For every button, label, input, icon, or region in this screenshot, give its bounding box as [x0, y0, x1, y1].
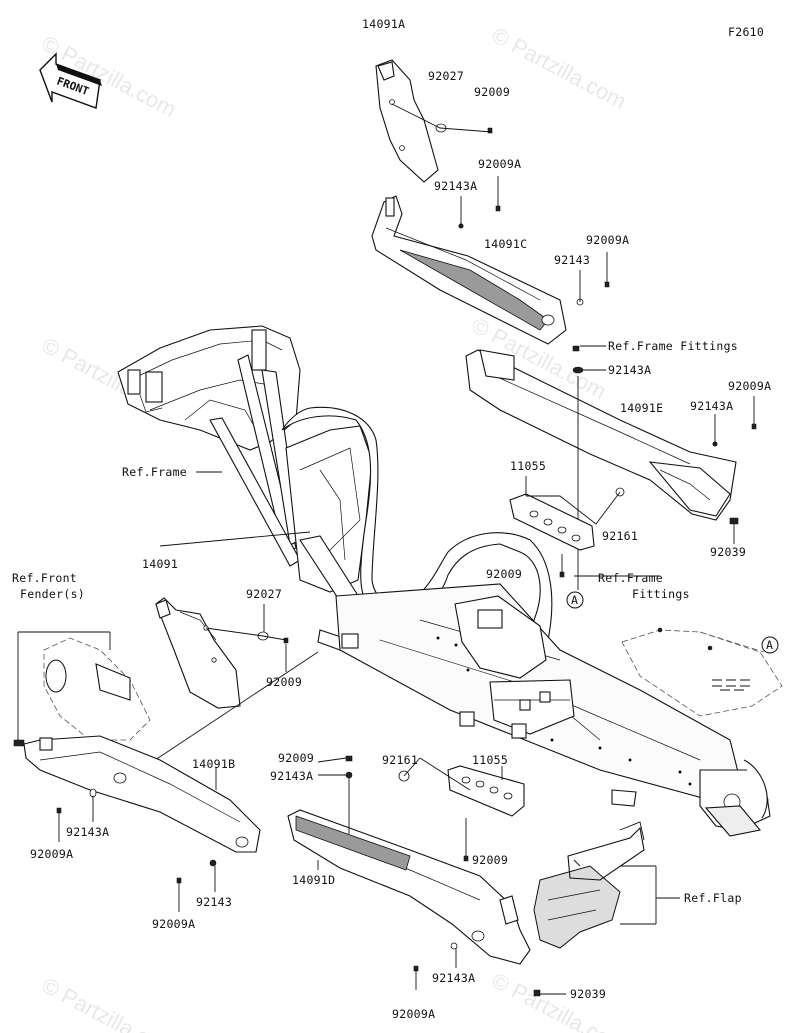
label-14091: 14091 [142, 557, 178, 571]
bolt-left-14091B [13, 739, 25, 747]
label-ref-flap: Ref.Flap [684, 891, 742, 905]
label-92009-low2: 92009 [472, 853, 508, 867]
part-14091B-cover [23, 735, 261, 853]
screw-92009-mid [283, 637, 289, 644]
bolt-92039-low [533, 989, 541, 997]
fastener-92009A-4 [56, 807, 62, 814]
fastener-92009-low [345, 755, 353, 762]
bolt-92039-right [729, 517, 739, 525]
fastener-92143A-4 [89, 788, 97, 798]
label-92009A-1: 92009A [478, 157, 521, 171]
watermark-7: © Partzilla.com [488, 967, 631, 1033]
leader-92161-low [403, 757, 471, 791]
label-92009-low: 92009 [278, 751, 314, 765]
label-ref-frame-fittings-r2: Fittings [632, 587, 690, 601]
leader-14091A [391, 103, 493, 133]
part-14091C-cover [371, 195, 567, 345]
label-14091C: 14091C [484, 237, 527, 251]
label-92009A-4: 92009A [30, 847, 73, 861]
label-ref-front-fender-1: Ref.Front [12, 571, 77, 585]
svg-text:A: A [571, 593, 578, 607]
part-14091D-cover [287, 809, 531, 965]
fastener-92143-2 [209, 859, 217, 867]
label-92161-low: 92161 [382, 753, 418, 767]
label-92009A-3: 92009A [728, 379, 771, 393]
label-92009-top: 92009 [474, 85, 510, 99]
figure-code: F2610 [728, 25, 764, 39]
front-direction-arrow-icon: FRONT [39, 52, 102, 109]
leader-92161-top [526, 491, 621, 525]
part-11055-bracket-low [447, 765, 525, 817]
fastener-92143A-2 [572, 366, 584, 374]
fastener-92143A-5 [345, 771, 353, 779]
label-92009A-6: 92009A [392, 1007, 435, 1021]
leader-ref-flap [620, 865, 680, 925]
leader-14091 [205, 627, 287, 641]
ref-front-fender-panel [43, 637, 151, 741]
leader-frame-panel [159, 531, 311, 547]
label-14091A: 14091A [362, 17, 405, 31]
label-11055-low: 11055 [472, 753, 508, 767]
label-92143A-1: 92143A [434, 179, 477, 193]
screw-92009-right [559, 571, 565, 578]
label-92143-1: 92143 [554, 253, 590, 267]
ref-flap-assembly [533, 821, 645, 949]
fastener-92009A-5 [176, 877, 182, 884]
ref-frame-fittings-panel [621, 627, 783, 717]
fastener-ref-frame-fittings-top [572, 345, 580, 352]
screw-92009-low2 [463, 855, 469, 862]
callout-a-top: A [566, 591, 584, 609]
label-92143A-4: 92143A [66, 825, 109, 839]
label-92143A-5: 92143A [270, 769, 313, 783]
label-92027-mid: 92027 [246, 587, 282, 601]
leader-92009-low-h [317, 757, 347, 763]
watermark-6: © Partzilla.com [38, 972, 181, 1033]
fastener-92009A-6 [413, 965, 419, 972]
label-92009A-2: 92009A [586, 233, 629, 247]
callout-a-right: A [761, 636, 779, 654]
label-92143A-3: 92143A [690, 399, 733, 413]
part-14091A-guard [375, 59, 439, 183]
leader-ref-front-fender [17, 631, 111, 742]
label-92039-right: 92039 [710, 545, 746, 559]
svg-text:A: A [766, 638, 773, 652]
fastener-92009A-2 [604, 281, 610, 288]
fastener-92143A-6 [450, 942, 458, 950]
frame-body [117, 325, 771, 837]
label-ref-frame-fittings-r1: Ref.Frame [598, 571, 663, 585]
label-92143A-6: 92143A [432, 971, 475, 985]
part-14091-guard [155, 597, 241, 709]
label-92009A-5: 92009A [152, 917, 195, 931]
label-92161-right: 92161 [602, 529, 638, 543]
part-14091E-cover [465, 349, 737, 521]
label-ref-front-fender-2: Fender(s) [20, 587, 85, 601]
label-92009-mid: 92009 [266, 675, 302, 689]
label-ref-frame: Ref.Frame [122, 465, 187, 479]
watermark-2: © Partzilla.com [488, 22, 631, 114]
label-92039-low: 92039 [570, 987, 606, 1001]
label-11055-top: 11055 [510, 459, 546, 473]
label-ref-frame-fittings-top: Ref.Frame Fittings [608, 339, 738, 353]
label-14091D: 14091D [292, 873, 335, 887]
label-14091E: 14091E [620, 401, 663, 415]
leader-14091-to-frame [139, 651, 319, 771]
label-92143A-2: 92143A [608, 363, 651, 377]
label-92009-right: 92009 [486, 567, 522, 581]
label-92143-2: 92143 [196, 895, 232, 909]
label-92027-top: 92027 [428, 69, 464, 83]
label-14091B: 14091B [192, 757, 235, 771]
fastener-92009A-1 [495, 205, 501, 212]
fastener-92009A-3 [751, 423, 757, 430]
